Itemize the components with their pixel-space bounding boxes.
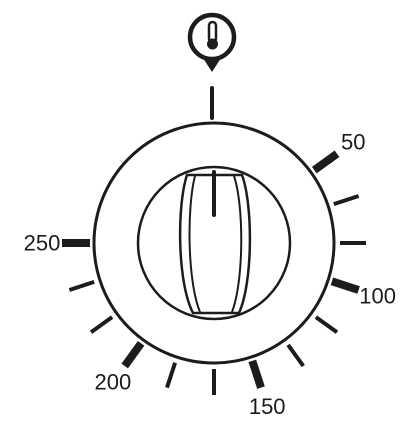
scale-label-100: 100: [359, 284, 396, 309]
minor-tick: [334, 196, 359, 204]
minor-tick: [288, 345, 303, 366]
major-tick-150: [252, 361, 261, 388]
temperature-knob[interactable]: [138, 167, 290, 319]
minor-tick: [316, 317, 337, 332]
scale-label-250: 250: [24, 231, 61, 256]
major-tick-100: [332, 281, 359, 290]
scale-label-50: 50: [341, 129, 365, 154]
minor-tick: [69, 282, 94, 290]
thermometer-icon: [190, 15, 234, 72]
scale-label-150: 150: [249, 394, 286, 419]
major-tick-200: [125, 343, 141, 366]
scale-label-200: 200: [95, 370, 132, 395]
minor-tick: [167, 363, 175, 388]
minor-tick: [91, 317, 112, 332]
major-tick-50: [314, 154, 337, 170]
